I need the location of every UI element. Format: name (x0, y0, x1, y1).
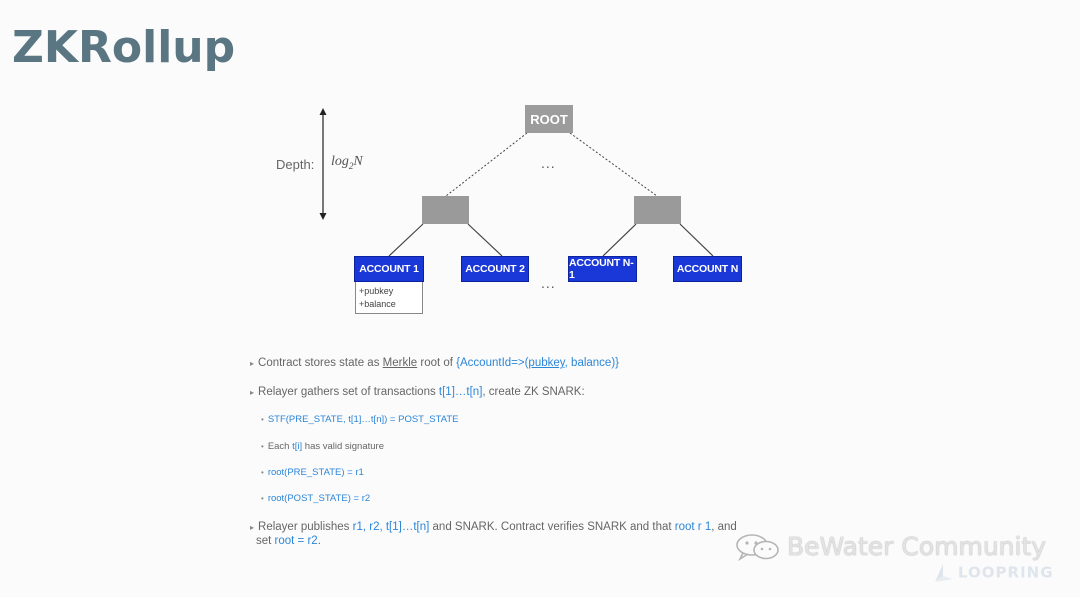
ellipsis-accounts: ... (541, 275, 556, 291)
edge-left-a1 (388, 223, 424, 257)
subbullet-root-post: •root(POST_STATE) = r2 (261, 493, 371, 504)
field-balance: +balance (359, 299, 396, 309)
account-node-2: ACCOUNT 2 (461, 256, 529, 282)
subbullet-signature: •Each t[i] has valid signature (261, 441, 384, 452)
inner-node-right (634, 196, 681, 224)
edge-right-an1 (602, 223, 637, 257)
ellipsis-top: ... (541, 155, 556, 171)
bullet-contract-state: ▸Contract stores state as Merkle root of… (250, 357, 620, 369)
bullet-relayer-publishes: ▸Relayer publishes r1, r2, t[1]…t[n] and… (250, 521, 737, 533)
depth-label: Depth: (276, 157, 315, 172)
inner-node-left (422, 196, 469, 224)
bullet-relayer-publishes-cont: set root = r2. (256, 535, 321, 547)
root-node: ROOT (525, 105, 573, 133)
account-node-1: ACCOUNT 1 (354, 256, 424, 282)
account-node-n: ACCOUNT N (673, 256, 742, 282)
edge-right-an (679, 223, 714, 257)
watermark-text: BeWater Community (787, 532, 1047, 561)
subbullet-stf: •STF(PRE_STATE, t[1]…t[n]) = POST_STATE (261, 414, 459, 425)
edge-root-left (445, 132, 528, 197)
watermark: BeWater Community (733, 532, 1046, 561)
loopring-logo: LOOPRING (932, 563, 1054, 583)
page-title: ZKRollup (12, 22, 236, 73)
edge-root-right (569, 132, 658, 197)
edge-left-a2 (467, 223, 503, 257)
subbullet-root-pre: •root(PRE_STATE) = r1 (261, 467, 364, 478)
bullet-relayer-gathers: ▸Relayer gathers set of transactions t[1… (250, 386, 585, 398)
wechat-icon (736, 533, 779, 561)
loopring-mark-icon (935, 564, 953, 582)
depth-arrow (319, 108, 327, 220)
account-node-n-minus-1: ACCOUNT N-1 (568, 256, 637, 282)
depth-formula: log2N (331, 154, 363, 171)
account-fields-box: +pubkey +balance (355, 282, 423, 314)
field-pubkey: +pubkey (359, 286, 394, 296)
